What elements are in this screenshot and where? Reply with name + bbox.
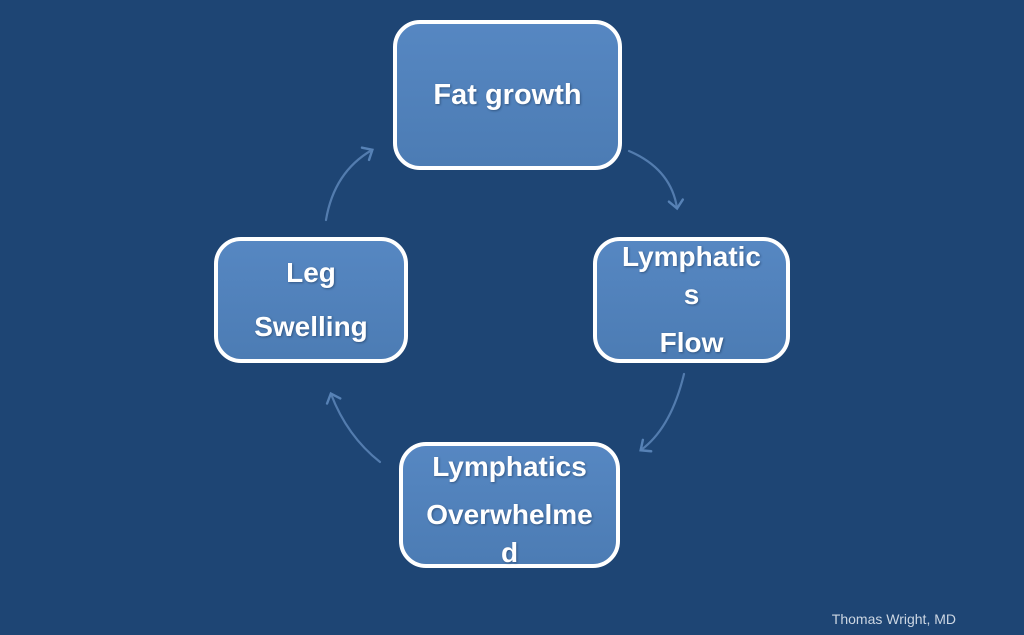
- node-paragraph: Lymphatic s: [622, 238, 761, 314]
- node-label: Overwhelme: [426, 499, 593, 530]
- node-lymphatics-flow: Lymphatic s Flow: [593, 237, 790, 363]
- arrow-fat-growth-to-lymphatics-flow-icon: [627, 149, 685, 211]
- node-paragraph: Leg: [286, 254, 336, 292]
- node-label: Lymphatic: [622, 241, 761, 272]
- node-label: Swelling: [254, 311, 368, 342]
- node-paragraph: Overwhelme d: [426, 496, 593, 572]
- node-label: Lymphatics: [432, 451, 587, 482]
- node-paragraph: Lymphatics: [432, 448, 587, 486]
- node-label: Leg: [286, 257, 336, 288]
- arrow-leg-swelling-to-fat-growth-icon: [324, 146, 374, 222]
- arrow-lymphatics-flow-to-lymphatics-overwhelmed-icon: [639, 372, 686, 453]
- node-leg-swelling: Leg Swelling: [214, 237, 408, 363]
- node-fat-growth: Fat growth: [393, 20, 622, 170]
- node-paragraph: Swelling: [254, 308, 368, 346]
- node-lymphatics-overwhelmed: Lymphatics Overwhelme d: [399, 442, 620, 568]
- arrow-lymphatics-overwhelmed-to-leg-swelling-icon: [325, 391, 382, 464]
- node-paragraph: Flow: [660, 324, 724, 362]
- node-label: Flow: [659, 327, 724, 358]
- node-paragraph: Fat growth: [433, 76, 581, 114]
- node-label: s: [683, 279, 700, 310]
- node-label: Fat growth: [433, 79, 582, 111]
- attribution: Thomas Wright, MD: [831, 611, 956, 627]
- node-label: d: [500, 537, 519, 568]
